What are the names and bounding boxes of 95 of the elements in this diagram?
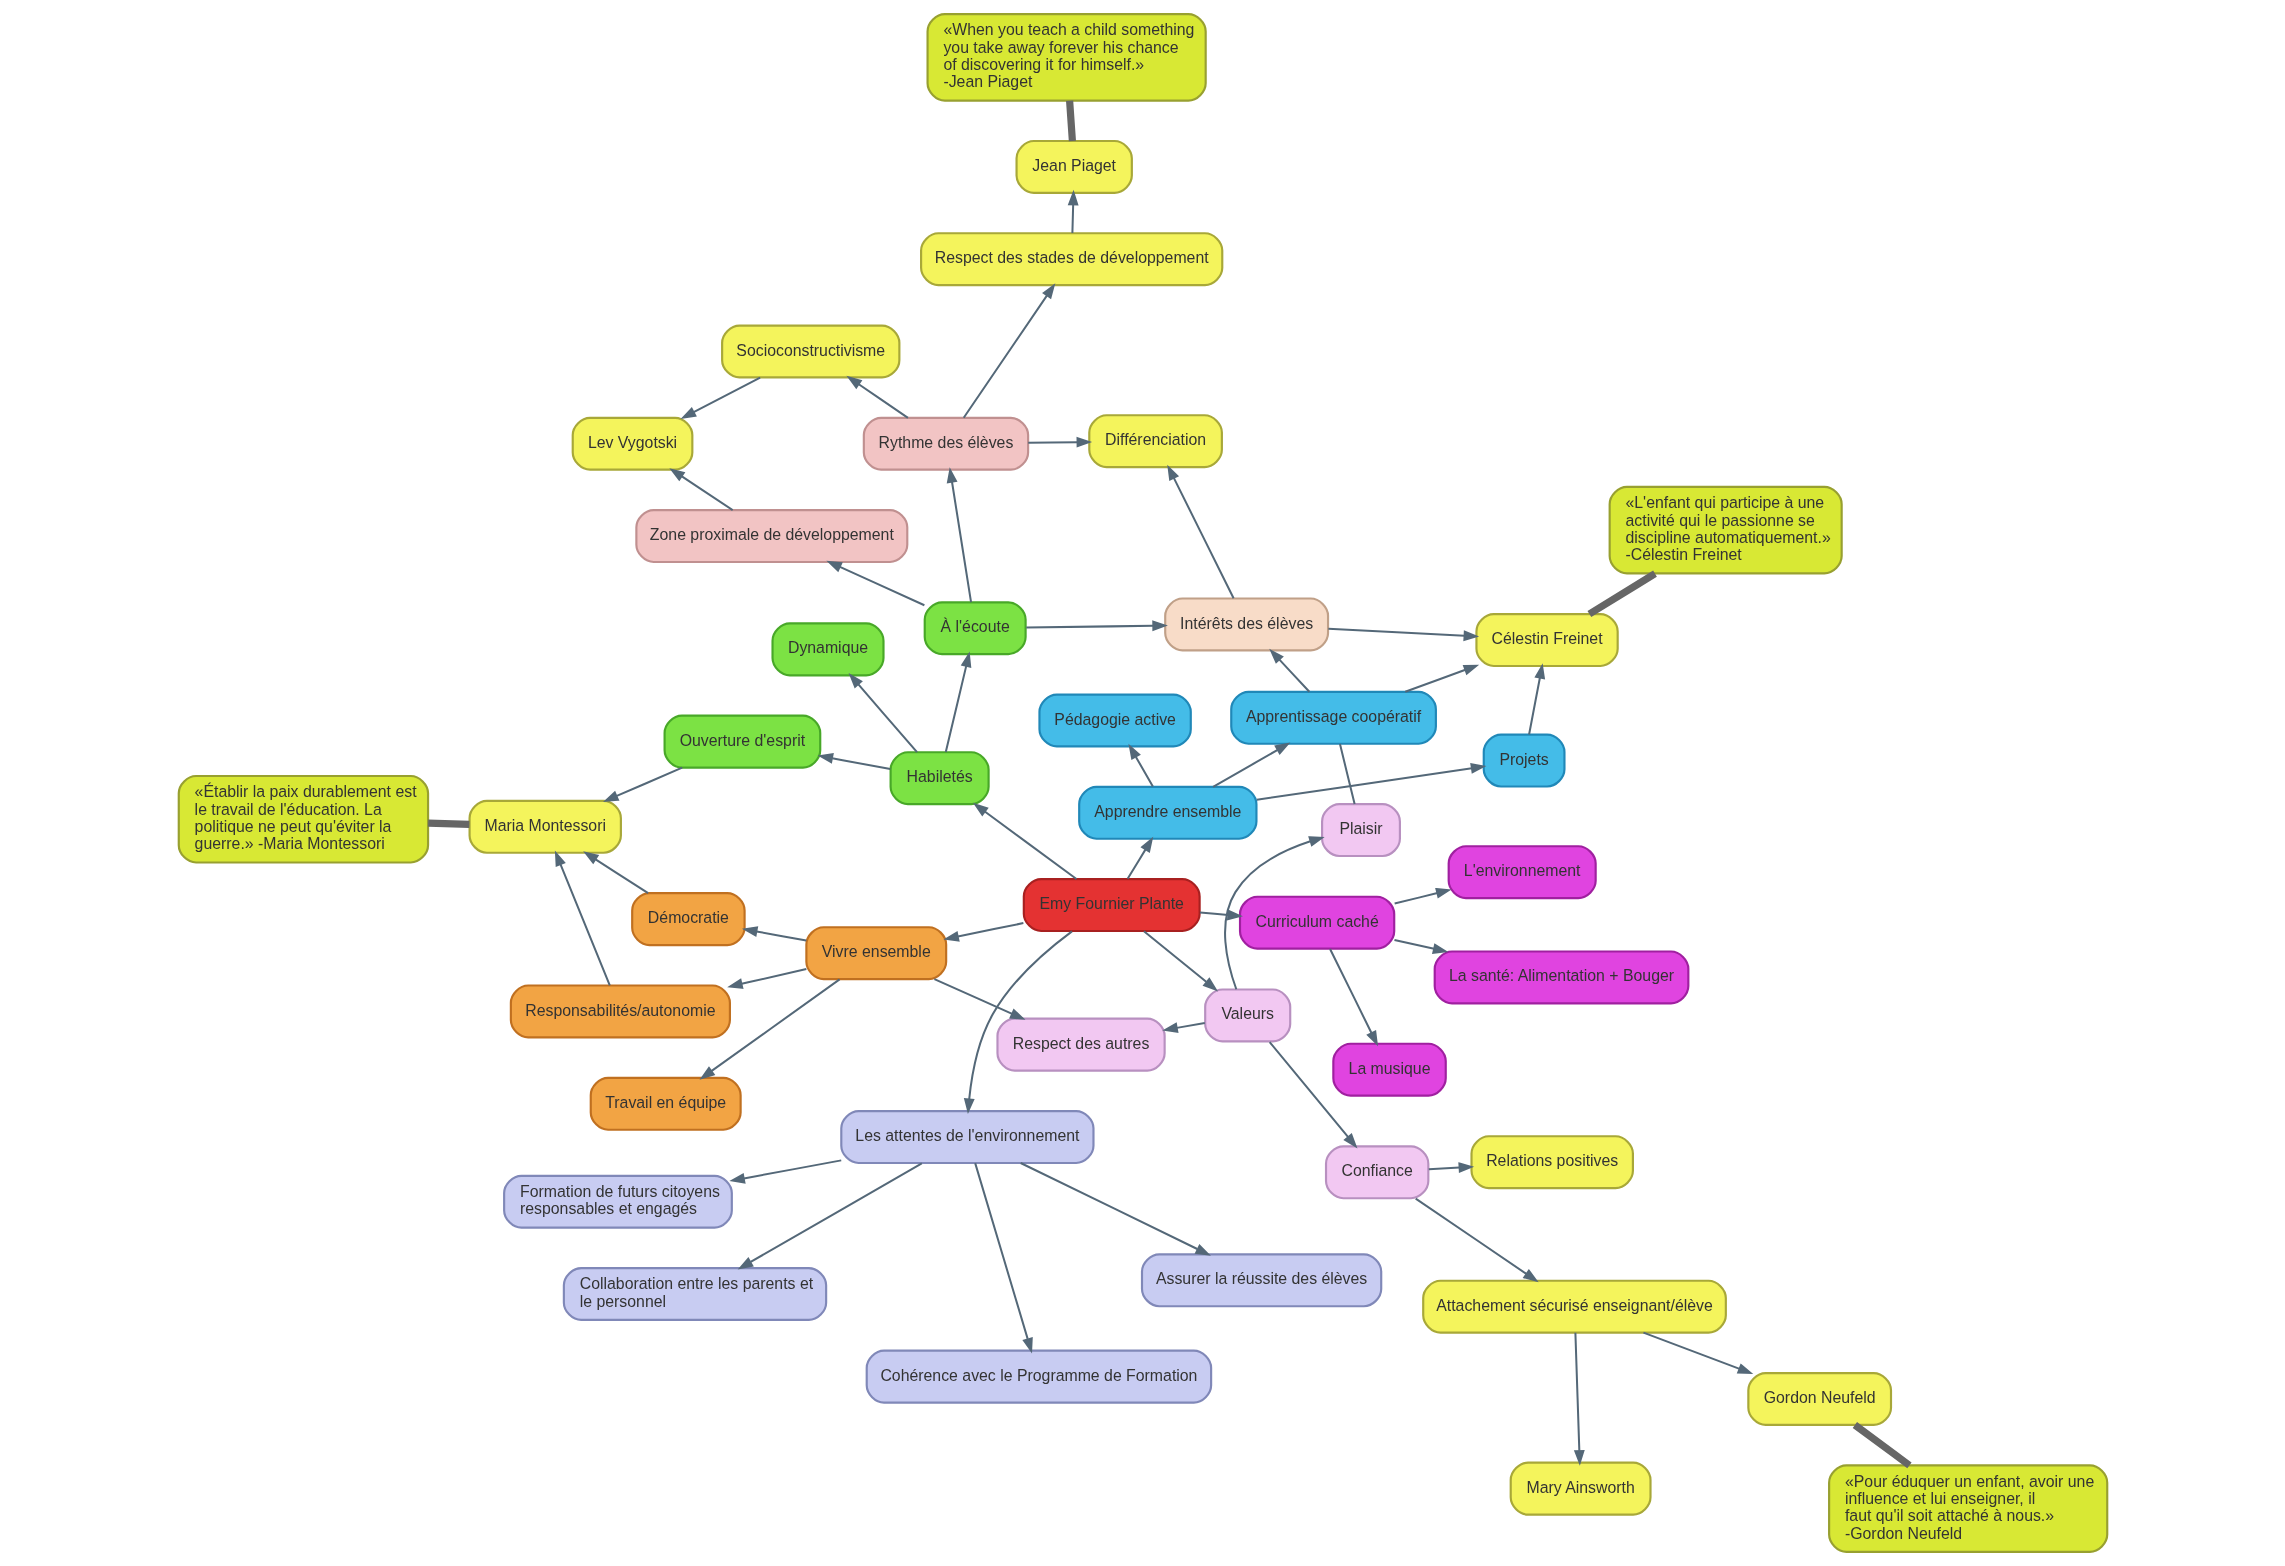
arrow [1428, 1162, 1474, 1174]
arrow [1223, 836, 1325, 990]
arrow [1067, 189, 1079, 234]
node-box: Attachement sécurisé enseignant/élève [1421, 1279, 1727, 1334]
node-box: Assurer la réussite des élèves [1140, 1253, 1382, 1308]
node-box: Socioconstructivisme [720, 324, 900, 379]
arrow [1527, 663, 1545, 735]
node-box: Lev Vygotski [571, 416, 693, 471]
arrow [825, 560, 925, 607]
node-box: Responsabilités/autonomie [509, 984, 731, 1039]
arrow [972, 802, 1077, 880]
arrow [1393, 939, 1448, 954]
arrow [1256, 762, 1486, 801]
arrow [1025, 620, 1168, 632]
arrow [848, 673, 918, 753]
node-box: Ouverture d'esprit [663, 714, 821, 769]
connector [427, 819, 469, 829]
connector [1065, 100, 1076, 142]
arrow [1404, 664, 1479, 693]
node-box: Cohérence avec le Programme de Formation [865, 1349, 1212, 1404]
arrow [602, 766, 683, 802]
arrow [845, 375, 908, 419]
node-box: «When you teach a child something you take away forever his chance of discovering it for himself.» -Jean Piaget [925, 13, 1207, 102]
arrow [1268, 648, 1310, 693]
node-box: «L'enfant qui participe à une activité qui le passionne se discipline automatiquement.» -Célestin Freinet [1608, 485, 1843, 575]
node-box: Relations positives [1469, 1135, 1634, 1190]
arrow [1212, 742, 1290, 788]
arrow [944, 651, 971, 753]
node-box: Vivre ensemble [804, 926, 947, 981]
node-box: L'environnement [1447, 845, 1597, 900]
node-box: Respect des stades de développement [919, 232, 1223, 287]
arrow [817, 753, 891, 771]
arrow [1328, 948, 1378, 1047]
arrow [698, 978, 840, 1080]
arrow [726, 968, 807, 989]
node-box: Projets [1482, 733, 1566, 788]
node-box: La musique [1331, 1042, 1447, 1097]
arrow [942, 922, 1024, 942]
node-box: Confiance [1324, 1145, 1429, 1200]
node-box: Valeurs [1203, 988, 1291, 1043]
arrow [933, 978, 1026, 1020]
node-box: Travail en équipe [589, 1076, 742, 1131]
arrow [737, 1162, 922, 1270]
arrow [1142, 930, 1218, 992]
arrow [962, 283, 1055, 419]
arrow [1199, 909, 1243, 921]
connector [1587, 570, 1657, 618]
node-box: Mary Ainsworth [1509, 1461, 1652, 1516]
node-box: Maria Montessori [468, 799, 622, 854]
node-box: Rythme des élèves [862, 416, 1029, 471]
arrow [1414, 1197, 1539, 1283]
node-box: Apprentissage coopératif [1229, 690, 1437, 745]
arrow [582, 851, 649, 895]
connector [1338, 743, 1356, 805]
arrow [1573, 1332, 1585, 1466]
node-box: Respect des autres [995, 1017, 1166, 1072]
node-box: Apprendre ensemble [1077, 785, 1258, 840]
node-box: À l'écoute [923, 601, 1027, 656]
arrow [668, 468, 733, 511]
node-box: Plaisir [1320, 803, 1401, 858]
node-box: Collaboration entre les parents et le personnel [562, 1267, 827, 1322]
arrow [554, 850, 611, 986]
node-box: Intérêts des élèves [1163, 597, 1329, 652]
node-box: Emy Fournier Plante [1022, 878, 1201, 933]
arrow [1019, 1162, 1211, 1256]
arrow [963, 930, 1073, 1114]
node-box: La santé: Alimentation + Bouger [1433, 950, 1689, 1005]
arrow [1166, 464, 1234, 599]
arrow [946, 467, 972, 603]
node-box: Différenciation [1087, 414, 1223, 469]
node-box: Pédagogie active [1037, 693, 1192, 748]
arrow [973, 1162, 1033, 1354]
arrow [728, 1159, 841, 1184]
arrow [1268, 1041, 1357, 1149]
node-box: Dynamique [770, 622, 885, 677]
arrow [1126, 836, 1153, 880]
node-box: «Établir la paix durablement est le travail de l'éducation. La politique ne peut qu'éviter la guerre.» -Maria Montessori [177, 774, 429, 864]
node-box: Formation de futurs citoyens responsables et engagés [502, 1174, 733, 1229]
node-box: Gordon Neufeld [1746, 1372, 1892, 1427]
arrow [1127, 743, 1154, 788]
arrow [1027, 436, 1092, 448]
arrow [1327, 627, 1479, 642]
node-box: Célestin Freinet [1474, 613, 1619, 668]
arrow [1393, 887, 1452, 905]
arrow [741, 926, 806, 942]
arrow [1161, 1022, 1205, 1034]
node-box: Démocratie [630, 892, 746, 947]
node-box: Les attentes de l'environnement [839, 1110, 1095, 1165]
node-box: «Pour éduquer un enfant, avoir une influence et lui enseigner, il faut qu'il soit attaché à nous.» -Gordon Neufeld [1827, 1464, 2108, 1553]
node-box: Zone proximale de développement [634, 509, 908, 564]
node-box: Jean Piaget [1014, 139, 1133, 194]
arrow [1642, 1331, 1753, 1374]
arrow [680, 376, 761, 419]
node-box: Habiletés [889, 751, 990, 806]
node-box: Curriculum caché [1238, 895, 1395, 950]
